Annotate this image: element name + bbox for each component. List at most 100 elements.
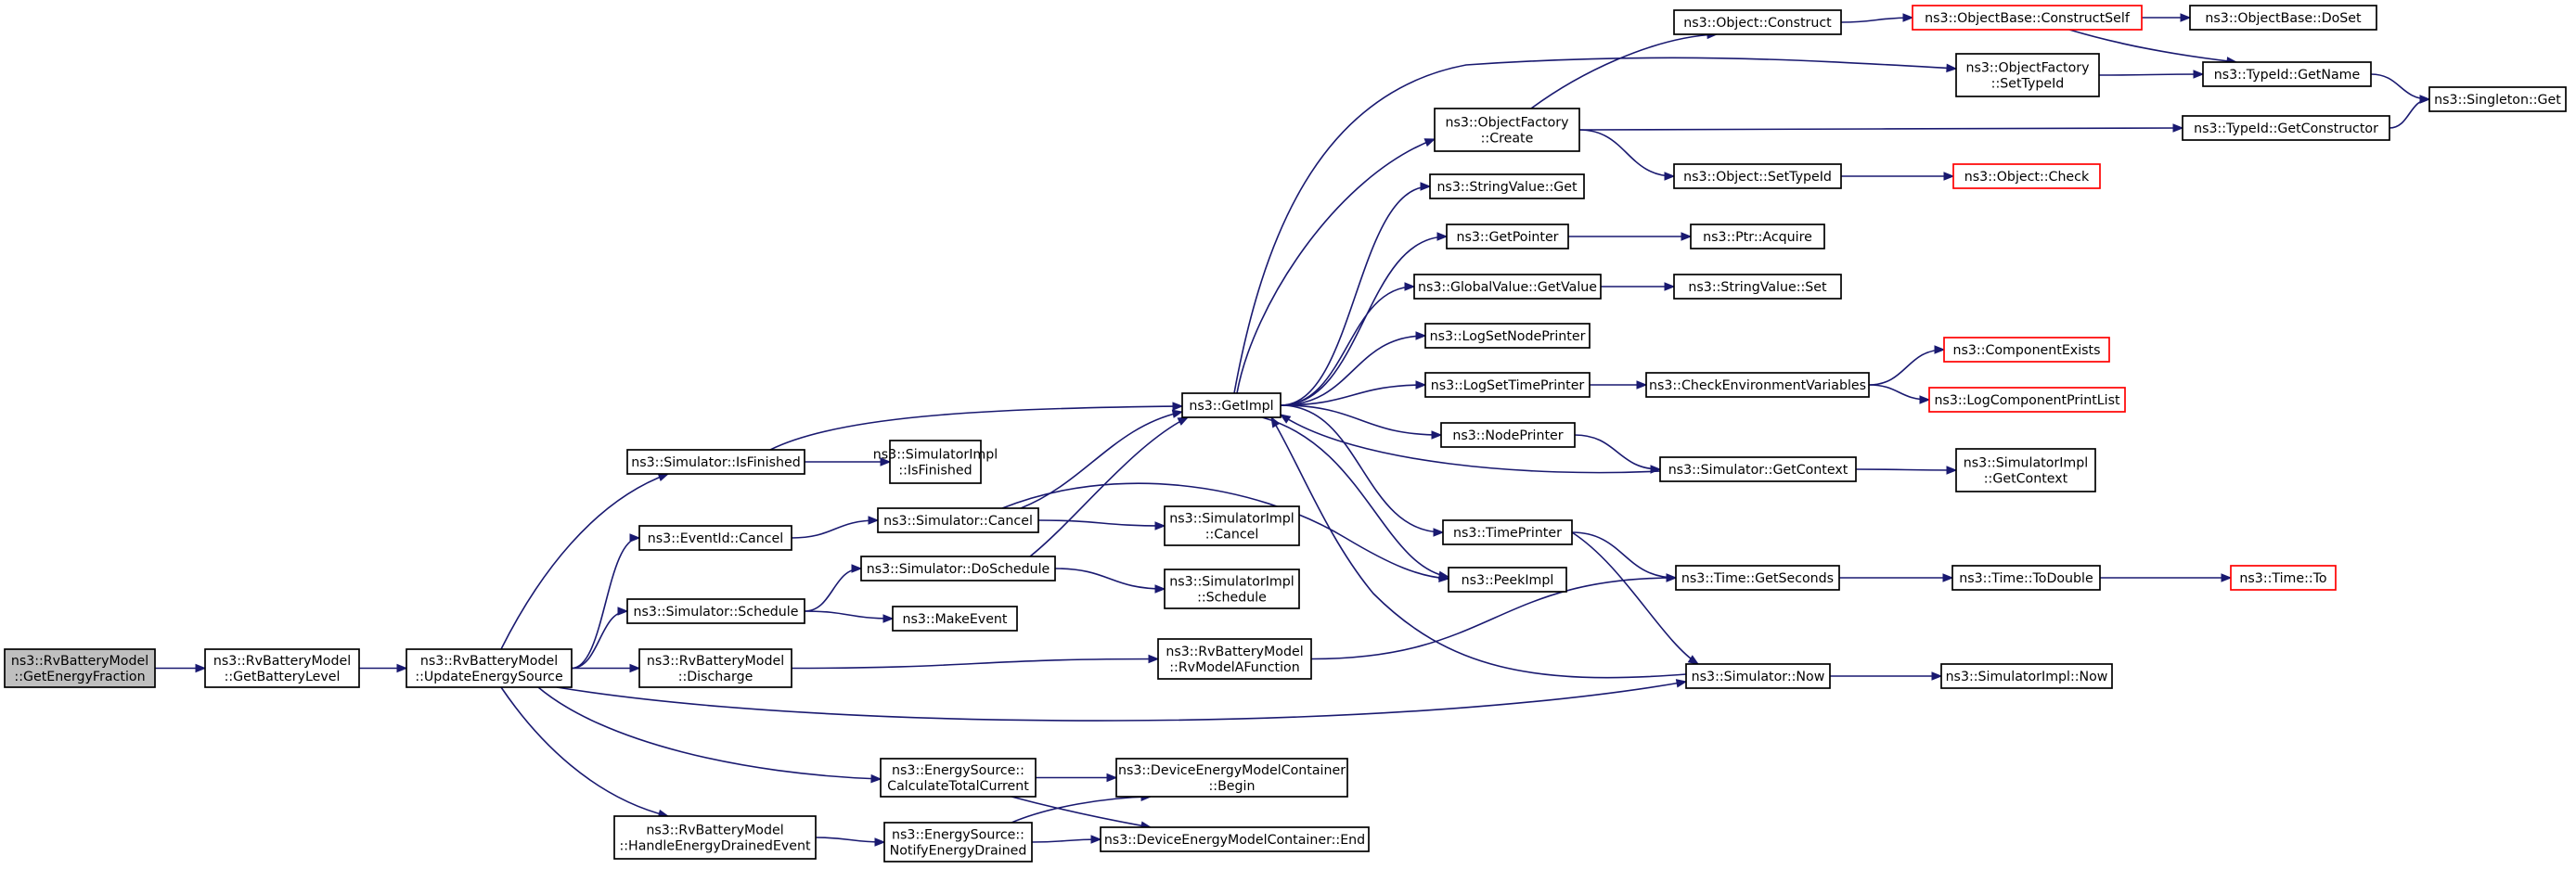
node-dem-begin[interactable]: ns3::DeviceEnergyModelContainer::Begin bbox=[1115, 758, 1348, 798]
node-notify-energy-drained[interactable]: ns3::EnergySource::NotifyEnergyDrained bbox=[883, 822, 1033, 863]
node-label: ns3::Simulator::IsFinished bbox=[631, 455, 800, 470]
node-box bbox=[1940, 663, 2113, 689]
edge-get_impl-to-time_printer bbox=[1280, 404, 1445, 537]
node-box bbox=[1952, 163, 2101, 189]
node-label: ns3::TypeId::GetConstructor bbox=[2194, 121, 2378, 136]
edge-get_energy_fraction-to-get_battery_level bbox=[155, 663, 207, 673]
node-label: ns3::RvBatteryModel bbox=[646, 824, 783, 838]
node-box bbox=[883, 822, 1033, 863]
node-simulator-doschedule[interactable]: ns3::Simulator::DoSchedule bbox=[860, 556, 1056, 581]
node-label: ns3::LogSetTimePrinter bbox=[1431, 378, 1585, 393]
node-label: ns3::EventId::Cancel bbox=[648, 531, 783, 546]
node-object-factory-set-typeid[interactable]: ns3::ObjectFactory::SetTypeId bbox=[1955, 53, 2100, 97]
node-box bbox=[4, 648, 156, 688]
node-simimpl-get-context[interactable]: ns3::SimulatorImpl::GetContext bbox=[1955, 448, 2096, 492]
node-object-check[interactable]: ns3::Object::Check bbox=[1952, 163, 2101, 189]
edge-update_energy_source-to-calc_total_current bbox=[537, 686, 882, 784]
node-box bbox=[880, 758, 1037, 798]
edge-simulator_now-to-get_impl bbox=[1270, 415, 1687, 679]
node-global-value-get[interactable]: ns3::GlobalValue::GetValue bbox=[1413, 274, 1602, 300]
node-simimpl-cancel[interactable]: ns3::SimulatorImpl::Cancel bbox=[1164, 505, 1300, 546]
node-box bbox=[406, 648, 573, 688]
node-simulator-is-finished[interactable]: ns3::Simulator::IsFinished bbox=[626, 449, 805, 475]
node-eventid-cancel[interactable]: ns3::EventId::Cancel bbox=[638, 525, 792, 551]
node-log-set-time-printer[interactable]: ns3::LogSetTimePrinter bbox=[1424, 372, 1591, 398]
node-get-battery-level[interactable]: ns3::RvBatteryModel::GetBatteryLevel bbox=[204, 648, 360, 688]
edge-update_energy_source-to-discharge bbox=[572, 663, 641, 673]
node-label: ns3::Ptr::Acquire bbox=[1703, 230, 1812, 245]
node-label: ns3::Object::Check bbox=[1964, 170, 2090, 185]
node-check-env-vars[interactable]: ns3::CheckEnvironmentVariables bbox=[1645, 372, 1870, 398]
node-simimpl-schedule[interactable]: ns3::SimulatorImpl::Schedule bbox=[1164, 569, 1300, 609]
edge-log_set_time_printer-to-check_env_vars bbox=[1590, 380, 1648, 390]
node-typeid-get-constructor[interactable]: ns3::TypeId::GetConstructor bbox=[2182, 115, 2390, 141]
edge-simulator_get_context-to-simimpl_get_context bbox=[1855, 466, 1958, 475]
node-label: ns3::Time::GetSeconds bbox=[1681, 571, 1834, 586]
node-label: ns3::GetPointer bbox=[1456, 230, 1558, 245]
node-box bbox=[1673, 163, 1842, 189]
edge-get_impl-to-string_value_get bbox=[1280, 182, 1432, 406]
node-simulator-now[interactable]: ns3::Simulator::Now bbox=[1685, 663, 1831, 689]
node-box bbox=[1673, 274, 1842, 300]
node-box bbox=[1448, 567, 1567, 593]
node-objectbase-doset[interactable]: ns3::ObjectBase::DoSet bbox=[2189, 5, 2377, 31]
node-log-component-print-list[interactable]: ns3::LogComponentPrintList bbox=[1928, 387, 2126, 413]
node-calc-total-current[interactable]: ns3::EnergySource::CalculateTotalCurrent bbox=[880, 758, 1037, 798]
node-label: ::GetContext bbox=[1984, 472, 2068, 487]
node-get-pointer[interactable]: ns3::GetPointer bbox=[1446, 224, 1569, 249]
node-box bbox=[1943, 337, 2110, 363]
edge-object_set_typeid-to-object_check bbox=[1840, 172, 1955, 181]
node-box bbox=[1164, 569, 1300, 609]
node-box bbox=[626, 598, 805, 624]
node-peek-impl[interactable]: ns3::PeekImpl bbox=[1448, 567, 1567, 593]
node-simimpl-now[interactable]: ns3::SimulatorImpl::Now bbox=[1940, 663, 2113, 689]
node-label: ns3::GetImpl bbox=[1189, 399, 1273, 414]
edge-notify_energy_drained-to-dem_begin bbox=[1011, 792, 1153, 824]
node-update-energy-source[interactable]: ns3::RvBatteryModel::UpdateEnergySource bbox=[406, 648, 573, 688]
node-get-impl[interactable]: ns3::GetImpl bbox=[1181, 392, 1282, 418]
node-time-get-seconds[interactable]: ns3::Time::GetSeconds bbox=[1675, 565, 1840, 591]
node-component-exists[interactable]: ns3::ComponentExists bbox=[1943, 337, 2110, 363]
node-box bbox=[204, 648, 360, 688]
node-simulator-schedule[interactable]: ns3::Simulator::Schedule bbox=[626, 598, 805, 624]
node-objectbase-construct-self[interactable]: ns3::ObjectBase::ConstructSelf bbox=[1912, 5, 2143, 31]
node-box bbox=[1685, 663, 1831, 689]
node-label: ns3::NodePrinter bbox=[1452, 428, 1563, 443]
node-simulator-cancel[interactable]: ns3::Simulator::Cancel bbox=[877, 507, 1039, 533]
node-dem-end[interactable]: ns3::DeviceEnergyModelContainer::End bbox=[1100, 826, 1370, 852]
node-time-to-double[interactable]: ns3::Time::ToDouble bbox=[1951, 565, 2101, 591]
node-ptr-acquire[interactable]: ns3::Ptr::Acquire bbox=[1690, 224, 1825, 249]
node-node-printer[interactable]: ns3::NodePrinter bbox=[1440, 422, 1576, 448]
node-box bbox=[2202, 61, 2372, 87]
node-label: ns3::PeekImpl bbox=[1462, 573, 1554, 588]
node-object-factory-create[interactable]: ns3::ObjectFactory::Create bbox=[1434, 108, 1580, 152]
node-label: ns3::SimulatorImpl bbox=[1169, 575, 1294, 590]
node-box bbox=[1100, 826, 1370, 852]
node-string-value-set[interactable]: ns3::StringValue::Set bbox=[1673, 274, 1842, 300]
node-typeid-get-name[interactable]: ns3::TypeId::GetName bbox=[2202, 61, 2372, 87]
node-get-energy-fraction[interactable]: ns3::RvBatteryModel::GetEnergyFraction bbox=[4, 648, 156, 688]
node-object-construct[interactable]: ns3::Object::Construct bbox=[1673, 9, 1842, 35]
node-label: ns3::Object::SetTypeId bbox=[1683, 170, 1832, 185]
node-label: ::HandleEnergyDrainedEvent bbox=[619, 839, 810, 854]
node-discharge[interactable]: ns3::RvBatteryModel::Discharge bbox=[638, 648, 792, 688]
node-label: ns3::SimulatorImpl bbox=[873, 448, 998, 463]
node-handle-energy-drained[interactable]: ns3::RvBatteryModel::HandleEnergyDrained… bbox=[613, 815, 817, 860]
node-simulator-get-context[interactable]: ns3::Simulator::GetContext bbox=[1659, 456, 1857, 482]
node-make-event[interactable]: ns3::MakeEvent bbox=[892, 606, 1018, 632]
node-object-set-typeid[interactable]: ns3::Object::SetTypeId bbox=[1673, 163, 1842, 189]
node-box bbox=[1115, 758, 1348, 798]
edge-simulator_cancel-to-simimpl_cancel bbox=[1037, 519, 1166, 530]
node-box bbox=[1164, 505, 1300, 546]
edge-update_energy_source-to-handle_energy_drained bbox=[500, 686, 670, 819]
node-rv-model-a-function[interactable]: ns3::RvBatteryModel::RvModelAFunction bbox=[1157, 638, 1312, 680]
node-string-value-get[interactable]: ns3::StringValue::Get bbox=[1429, 173, 1585, 199]
edge-simulator_schedule-to-simulator_doschedule bbox=[804, 564, 863, 612]
node-box bbox=[877, 507, 1039, 533]
node-label: ::Create bbox=[1481, 132, 1534, 147]
node-time-to[interactable]: ns3::Time::To bbox=[2230, 565, 2337, 591]
node-singleton-get[interactable]: ns3::Singleton::Get bbox=[2428, 86, 2567, 112]
node-log-set-node-printer[interactable]: ns3::LogSetNodePrinter bbox=[1424, 323, 1591, 349]
node-time-printer[interactable]: ns3::TimePrinter bbox=[1442, 519, 1573, 545]
node-simimpl-is-finished[interactable]: ns3::SimulatorImpl::IsFinished bbox=[873, 440, 998, 484]
